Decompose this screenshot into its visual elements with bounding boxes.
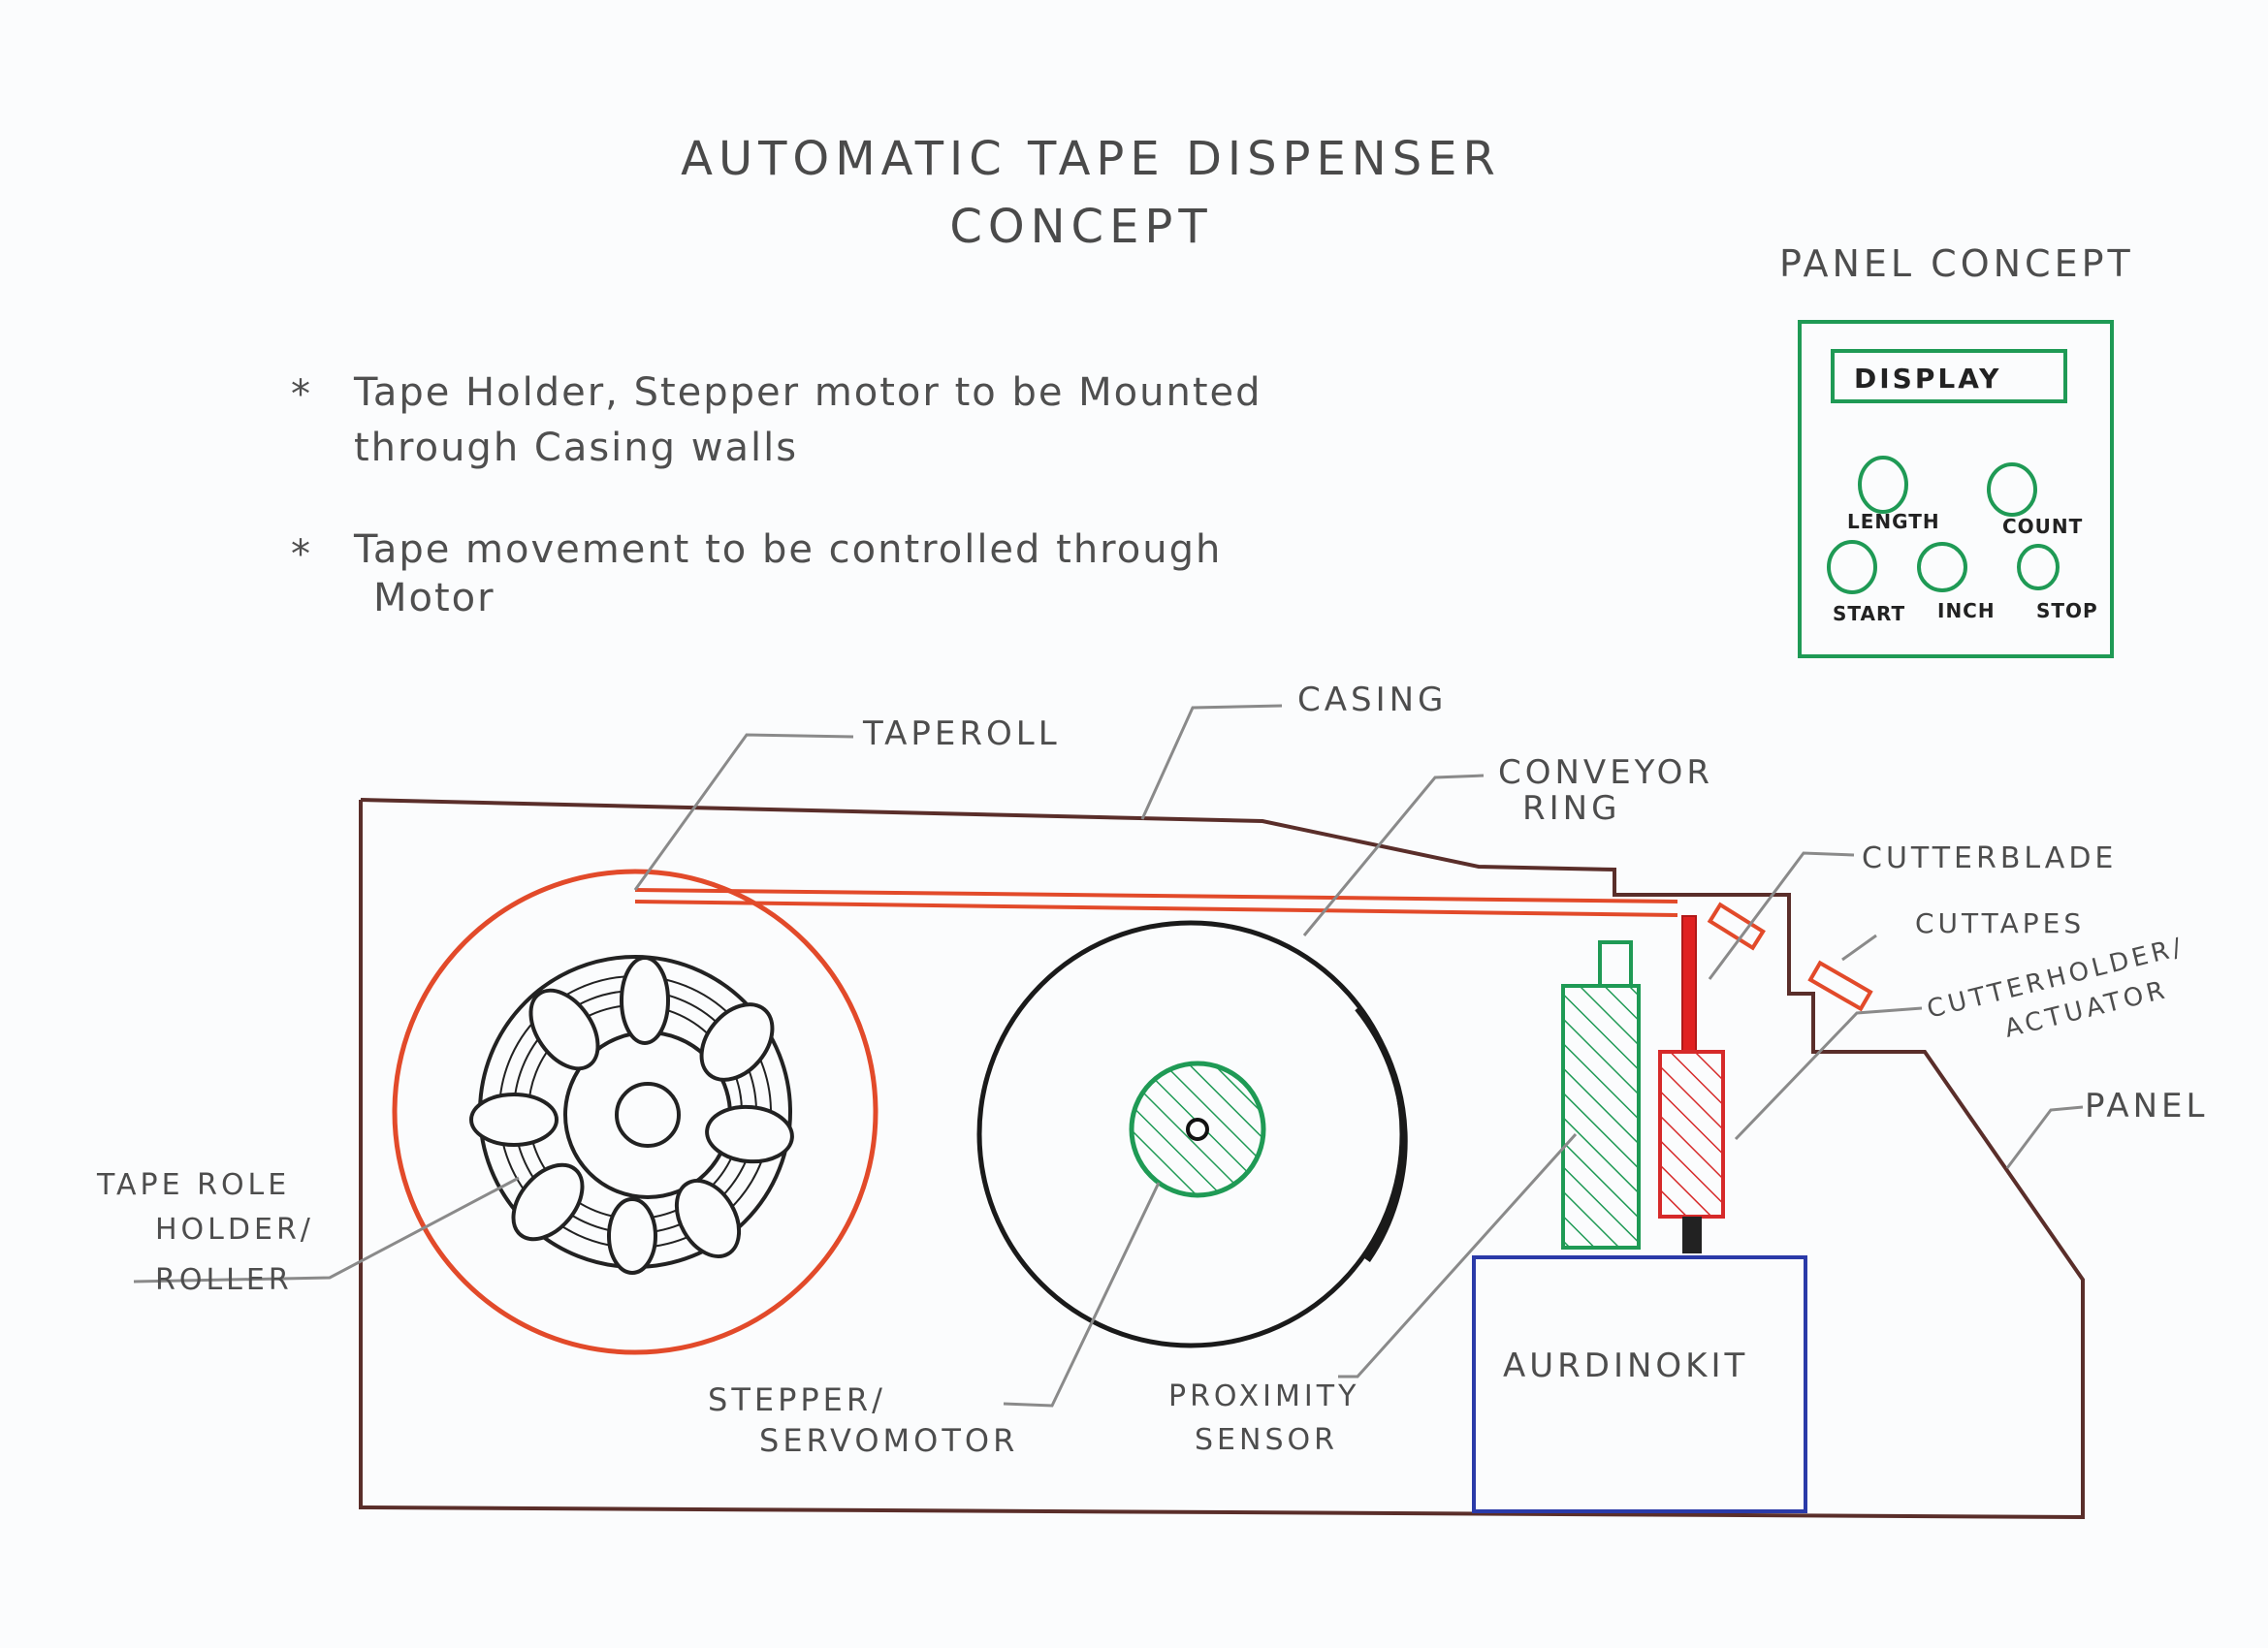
arduino-kit-label: AURDINOKIT xyxy=(1503,1347,1748,1385)
inch-button-label: INCH xyxy=(1937,599,1996,622)
roller-axle xyxy=(615,1082,681,1148)
tape-strip-upper xyxy=(634,888,1678,903)
title-line-1: AUTOMATIC TAPE DISPENSER xyxy=(681,132,1501,186)
note-1-line-1: Tape Holder, Stepper motor to be Mounted xyxy=(353,370,1262,415)
panel-concept-title: PANEL CONCEPT xyxy=(1779,242,2134,285)
cutter-blade xyxy=(1707,902,1766,951)
leader-lines xyxy=(133,704,2084,1408)
label-conveyor-1: CONVEYOR xyxy=(1498,753,1713,792)
tape-strip-lower xyxy=(634,900,1678,917)
arduino-kit-box xyxy=(1472,1255,1807,1513)
label-proximity-1: PROXIMITY xyxy=(1168,1379,1359,1413)
inch-button-icon xyxy=(1917,542,1967,592)
label-tape-role-3: ROLLER xyxy=(155,1263,293,1297)
label-stepper-1: STEPPER/ xyxy=(708,1381,886,1418)
actuator-connector xyxy=(1682,1217,1702,1253)
cutter-actuator xyxy=(1658,1050,1725,1219)
stop-button-label: STOP xyxy=(2036,599,2098,622)
casing-outline xyxy=(359,798,2085,1520)
proximity-sensor xyxy=(1561,984,1641,1250)
note-1-line-2: through Casing walls xyxy=(354,426,798,470)
panel-display-label: DISPLAY xyxy=(1854,363,2001,395)
label-cuttapes: CUTTAPES xyxy=(1915,907,2085,939)
panel-display xyxy=(1831,349,2067,403)
label-cutterblade: CUTTERBLADE xyxy=(1862,841,2117,875)
label-conveyor-2: RING xyxy=(1522,789,1620,828)
panel-concept-box xyxy=(1798,320,2114,658)
title-line-2: CONCEPT xyxy=(949,200,1212,254)
length-button-label: LENGTH xyxy=(1847,510,1940,533)
count-button-icon xyxy=(1987,462,2037,517)
note-2-line-1: Tape movement to be controlled through xyxy=(353,527,1222,572)
start-button-label: START xyxy=(1833,602,1905,625)
tape-roll xyxy=(392,869,878,1355)
roller-lobes xyxy=(469,956,794,1275)
motor-shaft xyxy=(1186,1118,1209,1141)
count-button-label: COUNT xyxy=(2002,515,2083,538)
label-proximity-2: SENSOR xyxy=(1195,1423,1338,1457)
actuator-rod xyxy=(1681,915,1697,1053)
label-panel: PANEL xyxy=(2085,1087,2208,1125)
note-2-line-2: Motor xyxy=(373,576,495,620)
proximity-sensor-tip xyxy=(1598,940,1633,988)
note-2-bullet: * xyxy=(291,532,312,577)
length-button-icon xyxy=(1858,456,1908,514)
start-button-icon xyxy=(1827,540,1877,594)
label-tape-role-2: HOLDER/ xyxy=(155,1213,314,1247)
conveyor-ring-shadow xyxy=(1355,1005,1408,1262)
label-tape-role-1: TAPE ROLE xyxy=(96,1168,290,1202)
stop-button-icon xyxy=(2017,544,2060,590)
label-stepper-2: SERVOMOTOR xyxy=(759,1422,1018,1459)
label-casing: CASING xyxy=(1297,681,1447,719)
label-taperoll: TAPEROLL xyxy=(862,714,1061,753)
cut-tapes xyxy=(1807,960,1873,1012)
note-1-bullet: * xyxy=(291,372,312,417)
